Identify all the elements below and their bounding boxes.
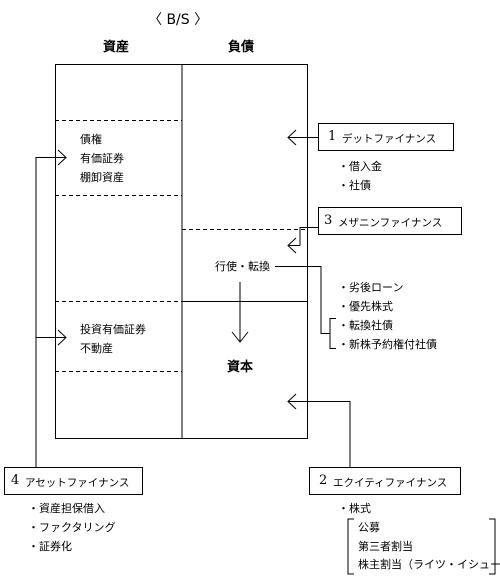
equity-arrowhead — [287, 393, 297, 410]
equity-sub-bracket-right — [489, 518, 496, 575]
asset-item-inventory: 棚卸資産 — [80, 171, 124, 184]
mezz-item-convertible-bond: ・転換社債 — [338, 319, 393, 332]
mezz-arrowhead — [287, 237, 297, 254]
exercise-convert-label: 行使・転換 — [215, 260, 270, 273]
equity-sub-bracket-left — [347, 518, 354, 575]
equity-sub-public-offering: 公募 — [358, 521, 380, 534]
equity-sub-third-party: 第三者割当 — [358, 540, 413, 553]
equity-sub-rights-issue: 株主割当（ライツ・イシュー） — [358, 558, 500, 571]
capital-label: 資本 — [227, 360, 254, 375]
liabilities-header: 負債 — [228, 40, 255, 55]
debt-item-loans: ・借入金 — [338, 160, 382, 173]
asset-arrowhead-1 — [57, 149, 67, 166]
asset-fin-item-factoring: ・ファクタリング — [28, 521, 116, 534]
capital-down-arrowhead — [231, 331, 249, 343]
mezz-item-subordinated-loan: ・劣後ローン — [338, 281, 404, 294]
asset-label: アセットファイナンス — [25, 477, 130, 489]
mezzanine-number: 3 — [324, 213, 333, 228]
debt-number: 1 — [328, 129, 337, 144]
bs-title: 〈 B/S 〉 — [148, 12, 209, 28]
mezz-item-warrant-bond: ・新株予約権付社債 — [338, 338, 437, 351]
debt-finance-box: 1 デットファイナンス — [318, 123, 454, 151]
asset-item-receivables: 債権 — [80, 133, 102, 146]
debt-label: デットファイナンス — [342, 133, 437, 145]
equity-item-stock: ・株式 — [338, 502, 371, 515]
asset-fin-item-abl: ・資産担保借入 — [28, 502, 105, 515]
asset-arrowhead-2 — [57, 329, 67, 346]
asset-item-real-estate: 不動産 — [80, 342, 113, 355]
assets-header: 資産 — [103, 40, 130, 55]
mezz-item-preferred-stock: ・優先株式 — [338, 300, 393, 313]
asset-finance-box: 4 アセットファイナンス — [4, 467, 143, 495]
equity-finance-box: 2 エクイティファイナンス — [309, 467, 461, 495]
equity-label: エクイティファイナンス — [333, 477, 448, 489]
asset-item-securities: 有価証券 — [80, 152, 124, 165]
debt-item-bonds: ・社債 — [338, 179, 371, 192]
asset-number: 4 — [11, 473, 20, 488]
mezzanine-label: メザニンファイナンス — [338, 217, 443, 229]
equity-number: 2 — [319, 473, 328, 488]
debt-arrowhead — [287, 129, 297, 146]
asset-item-investment-securities: 投資有価証券 — [80, 323, 146, 336]
mezzanine-finance-box: 3 メザニンファイナンス — [318, 207, 462, 235]
asset-fin-item-securitization: ・証券化 — [28, 540, 72, 553]
